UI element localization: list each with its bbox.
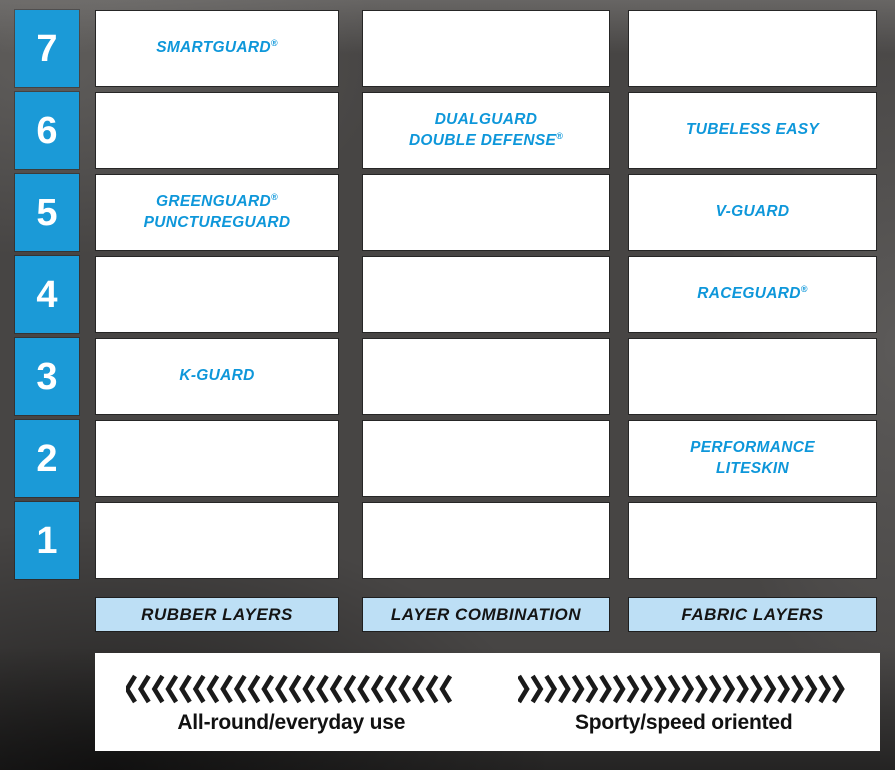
layer-combination-level-1-cell — [362, 502, 610, 579]
rubber-layers-level-5-cell: GREENGUARD® PUNCTUREGUARD — [95, 174, 339, 251]
rubber-layers-level-6-cell — [95, 92, 339, 169]
product-label: RACEGUARD® — [697, 283, 808, 303]
rubber-layers-column: SMARTGUARD® GREENGUARD® PUNCTUREGUARD K-… — [95, 10, 339, 579]
usage-legend-panel: All-round/everyday use Sporty/speed orie… — [95, 653, 880, 751]
legend-right: Sporty/speed oriented — [488, 653, 881, 751]
product-label: V-GUARD — [715, 203, 790, 221]
level-badge-3: 3 — [15, 338, 79, 415]
fabric-layers-level-3-cell — [628, 338, 877, 415]
layer-combination-level-7-cell — [362, 10, 610, 87]
fabric-layers-level-5-cell: V-GUARD — [628, 174, 877, 251]
product-label: PERFORMANCE LITESKIN — [690, 438, 815, 477]
level-badge-2: 2 — [15, 420, 79, 497]
product-label: K-GUARD — [179, 367, 255, 385]
level-badge-4: 4 — [15, 256, 79, 333]
level-badge-1: 1 — [15, 502, 79, 579]
fabric-layers-level-7-cell — [628, 10, 877, 87]
fabric-layers-level-4-cell: RACEGUARD® — [628, 256, 877, 333]
fabric-layers-column: TUBELESS EASY V-GUARD RACEGUARD® PERFORM… — [628, 10, 877, 579]
level-badge-5: 5 — [15, 174, 79, 251]
fabric-layers-level-1-cell — [628, 502, 877, 579]
legend-left: All-round/everyday use — [95, 653, 488, 751]
product-label: SMARTGUARD® — [156, 37, 278, 57]
fabric-layers-level-6-cell: TUBELESS EASY — [628, 92, 877, 169]
chevrons-right-icon — [518, 674, 849, 704]
fabric-layers-header: FABRIC LAYERS — [628, 597, 877, 632]
product-label: DUALGUARD DOUBLE DEFENSE® — [408, 110, 564, 149]
level-badge-6: 6 — [15, 92, 79, 169]
layer-combination-level-4-cell — [362, 256, 610, 333]
layer-combination-header: LAYER COMBINATION — [362, 597, 610, 632]
layer-combination-level-3-cell — [362, 338, 610, 415]
rubber-layers-level-1-cell — [95, 502, 339, 579]
chevrons-left-icon — [125, 674, 457, 704]
legend-left-label: All-round/everyday use — [177, 710, 406, 734]
rubber-layers-header: RUBBER LAYERS — [95, 597, 339, 632]
layer-combination-level-5-cell — [362, 174, 610, 251]
level-badge-7: 7 — [15, 10, 79, 87]
legend-right-label: Sporty/speed oriented — [574, 710, 793, 734]
rubber-layers-level-2-cell — [95, 420, 339, 497]
product-label: TUBELESS EASY — [685, 121, 820, 139]
rubber-layers-level-3-cell: K-GUARD — [95, 338, 339, 415]
layer-combination-level-6-cell: DUALGUARD DOUBLE DEFENSE® — [362, 92, 610, 169]
rubber-layers-level-4-cell — [95, 256, 339, 333]
product-label: GREENGUARD® PUNCTUREGUARD — [143, 191, 291, 231]
layer-combination-level-2-cell — [362, 420, 610, 497]
level-scale: 7 6 5 4 3 2 1 — [15, 10, 79, 579]
layer-combination-column: DUALGUARD DOUBLE DEFENSE® — [362, 10, 610, 579]
fabric-layers-level-2-cell: PERFORMANCE LITESKIN — [628, 420, 877, 497]
rubber-layers-level-7-cell: SMARTGUARD® — [95, 10, 339, 87]
